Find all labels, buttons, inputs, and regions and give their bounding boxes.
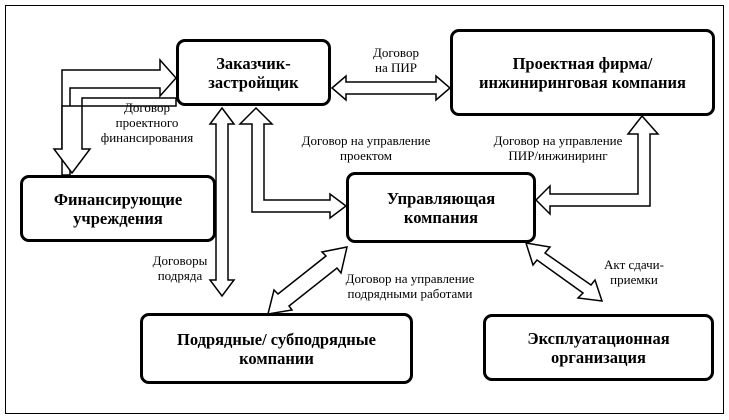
arrow-customer-to-financing xyxy=(52,97,177,175)
arrow-management-operating xyxy=(524,242,604,302)
arrow-customer-contractors xyxy=(208,106,236,298)
node-management: Управляющая компания xyxy=(346,172,536,243)
label-acceptance: Акт сдачи-приемки xyxy=(604,257,664,287)
arrow-customer-management xyxy=(238,106,348,220)
node-customer: Заказчик-застройщик xyxy=(176,39,331,106)
node-design-firm: Проектная фирма/инжиниринговая компания xyxy=(450,29,715,116)
diagram-frame xyxy=(5,5,724,414)
node-operating: Эксплуатационная организация xyxy=(483,314,714,381)
arrow-customer-design xyxy=(330,74,452,102)
node-financing: Финансирующие учреждения xyxy=(20,175,216,242)
arrow-design-management xyxy=(534,114,660,216)
node-contractors: Подрядные/ субподрядные компании xyxy=(140,313,413,384)
